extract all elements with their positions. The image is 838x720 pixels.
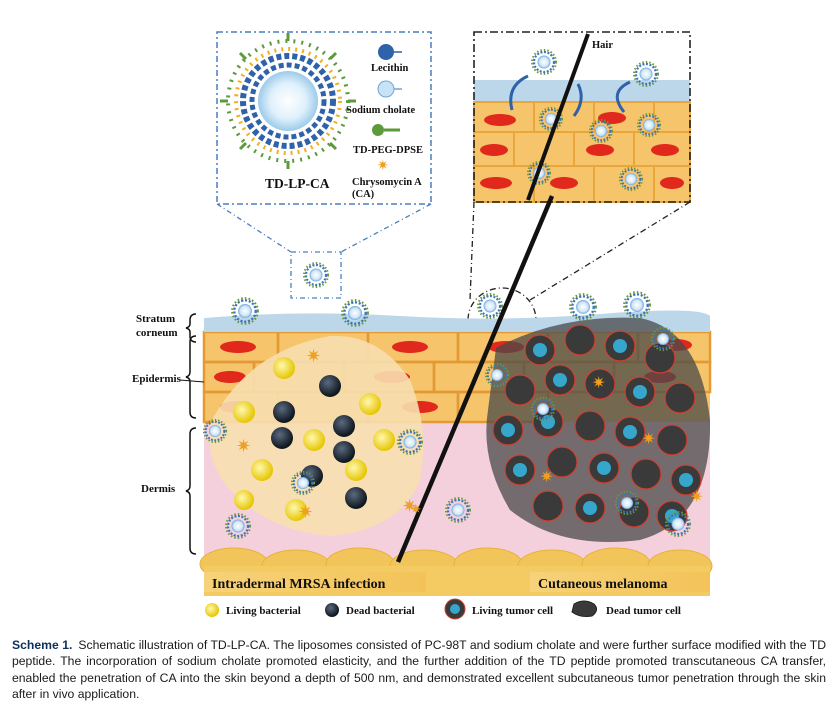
living-bacteria-icon <box>205 603 219 617</box>
hair-label: Hair <box>592 40 613 51</box>
svg-text:✷: ✷ <box>236 436 251 456</box>
sodium-cholate-icon <box>377 80 395 98</box>
infection-label: Intradermal MRSA infection <box>212 577 386 592</box>
svg-text:✷: ✷ <box>642 431 655 448</box>
svg-text:✷: ✷ <box>298 502 313 522</box>
skin-cross-section: ✷✷✷✷ ✷✷✷✷ <box>132 195 713 596</box>
layer-label-epidermis: Epidermis <box>132 373 182 385</box>
dead-bacteria-icon <box>325 603 339 617</box>
liposome-large-icon <box>220 33 356 169</box>
legend-dead-bacterial: Dead bacterial <box>346 605 415 617</box>
svg-text:✷: ✷ <box>690 489 703 506</box>
cell-legend: Living bacterial Dead bacterial Living t… <box>205 598 681 620</box>
scheme-figure: Lecithin Sodium cholate TD-PEG-DPSE ✷ Ch… <box>132 31 713 620</box>
svg-text:✷: ✷ <box>402 496 417 516</box>
lecithin-icon <box>378 44 394 60</box>
panel-connector <box>216 203 432 299</box>
liposome-detail-panel: Lecithin Sodium cholate TD-PEG-DPSE ✷ Ch… <box>216 31 432 205</box>
layer-label-dermis: Dermis <box>141 483 176 495</box>
melanoma-region: ✷ ✷ ✷ ✷ <box>486 317 711 542</box>
hair-inset-line <box>526 33 590 201</box>
mrsa-infection-region: ✷✷✷✷ <box>209 335 424 536</box>
hair-shaft <box>395 195 555 563</box>
chrysomycin-icon: ✷ <box>377 159 389 174</box>
caption-text: Schematic illustration of TD-LP-CA. The … <box>12 638 826 702</box>
td-peg-dpse-icon <box>372 124 400 136</box>
liposome-small-icon <box>302 261 330 289</box>
layer-label-stratum: Stratum <box>136 313 175 325</box>
svg-text:✷: ✷ <box>410 503 422 518</box>
dead-tumor-cell-icon <box>571 600 598 617</box>
svg-text:✷: ✷ <box>540 469 553 486</box>
legend-dead-tumor-cell: Dead tumor cell <box>606 605 681 617</box>
liposome-name: TD-LP-CA <box>265 176 330 191</box>
liposome-legend-chrysomycin: Chrysomycin A <box>352 177 422 188</box>
caption-label: Scheme 1. <box>12 638 73 652</box>
layer-label-corneum: corneum <box>136 327 178 339</box>
legend-living-bacterial: Living bacterial <box>226 605 301 617</box>
svg-text:✷: ✷ <box>592 375 605 392</box>
liposome-legend-td-peg-dpse: TD-PEG-DPSE <box>353 145 423 156</box>
liposome-legend-lecithin: Lecithin <box>371 63 408 74</box>
hair-zoom-inset: Hair <box>473 31 691 203</box>
legend-living-tumor-cell: Living tumor cell <box>472 605 553 617</box>
living-tumor-cell-icon <box>444 598 466 620</box>
liposome-legend-sodium-cholate: Sodium cholate <box>346 105 415 116</box>
figure-caption: Scheme 1.Schematic illustration of TD-LP… <box>12 637 826 703</box>
melanoma-label: Cutaneous melanoma <box>538 577 668 592</box>
svg-text:✷: ✷ <box>306 346 321 366</box>
liposome-legend-ca: (CA) <box>352 189 375 200</box>
